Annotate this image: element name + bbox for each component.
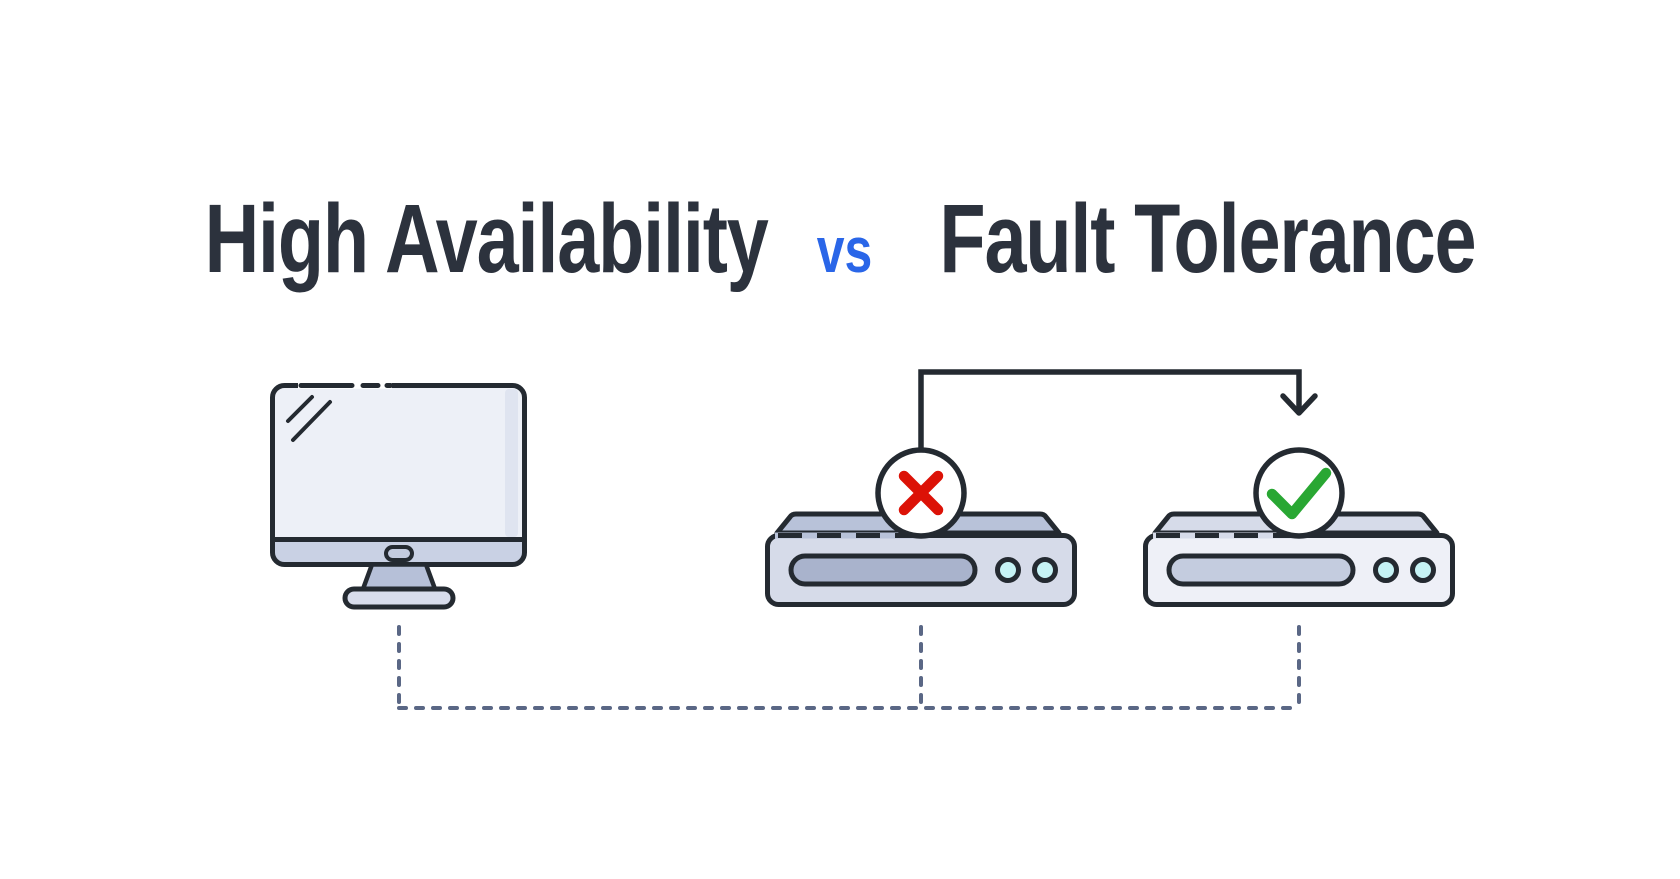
failover-arrow-line — [918, 369, 1302, 452]
failover-arrow — [918, 369, 1318, 452]
title-vs: vs — [816, 214, 873, 286]
title-fault-tolerance: Fault Tolerance — [939, 184, 1476, 293]
dashed-network-lines — [397, 625, 1301, 710]
check-mark-icon — [1266, 467, 1332, 520]
failover-arrowhead-icon — [1280, 393, 1318, 416]
monitor-button — [384, 545, 414, 562]
failed-badge — [875, 447, 967, 539]
x-mark-icon — [898, 470, 944, 516]
title-high-availability: High Availability — [204, 184, 769, 293]
monitor-stand-base — [342, 586, 456, 610]
monitor-stand-neck — [360, 562, 438, 592]
monitor-reflection-lines — [286, 395, 332, 442]
client-monitor-icon — [270, 382, 527, 610]
healthy-badge — [1253, 447, 1345, 539]
monitor-screen-shade — [505, 389, 518, 537]
page-title: High Availability vs Fault Tolerance — [185, 190, 1495, 287]
monitor-screen — [272, 385, 525, 565]
